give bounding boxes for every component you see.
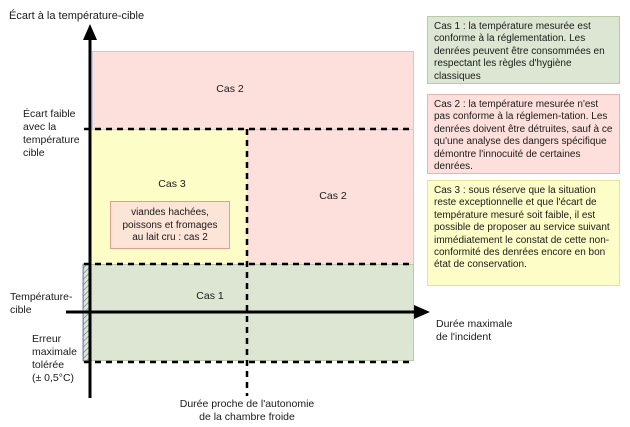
inset-line-1: viandes hachées, — [131, 207, 209, 218]
x-axis-label-2: de l'incident — [436, 331, 492, 343]
marker-ecart-faible-2: avec la — [23, 121, 57, 133]
marker-ecart-faible-3: température — [23, 134, 80, 146]
x-axis-label: Durée maximale de l'incident — [436, 318, 512, 344]
marker-ecart-faible: Écart faible avec la température cible — [23, 108, 80, 160]
marker-duree-autonomie: Durée proche de l'autonomie de la chambr… — [167, 398, 327, 424]
y-axis-arrow — [83, 24, 97, 40]
marker-temp-cible-2: cible — [10, 304, 32, 316]
marker-duree-1: Durée proche de l'autonomie — [179, 398, 315, 410]
zone-mid-left-label: Cas 3 — [158, 178, 186, 190]
legend-cas3: Cas 3 : sous réserve que la situation re… — [427, 180, 620, 286]
zone-top-cas2 — [92, 51, 414, 130]
zone-top-label: Cas 2 — [216, 83, 244, 95]
marker-ecart-faible-1: Écart faible — [23, 108, 76, 120]
zone-mid-right-cas2 — [247, 130, 414, 264]
x-axis-label-1: Durée maximale — [436, 318, 513, 330]
x-axis-arrow — [414, 305, 430, 319]
marker-erreur-3: tolérée — [32, 359, 65, 371]
marker-temperature-cible: Température- cible — [10, 291, 72, 317]
marker-duree-2: de la chambre froide — [199, 411, 295, 423]
y-axis-label: Écart à la température-cible — [9, 10, 145, 22]
legend-cas1: Cas 1 : la température mesurée est confo… — [427, 16, 620, 84]
legend-cas2: Cas 2 : la température mesurée n'est pas… — [427, 94, 620, 174]
marker-erreur-maximale: Erreur maximale tolérée (± 0,5°C) — [32, 333, 77, 385]
zone-mid-right-label: Cas 2 — [319, 190, 347, 202]
marker-erreur-1: Erreur — [32, 333, 62, 345]
inset-line-2: poissons et fromages — [122, 219, 218, 231]
zone-bottom-label: Cas 1 — [196, 290, 224, 302]
marker-temp-cible-1: Température- — [10, 291, 73, 303]
inset-line-3: au lait cru : cas 2 — [132, 232, 208, 243]
marker-ecart-faible-4: cible — [23, 147, 45, 159]
inset-note-box: viandes hachées, poissons et fromages au… — [110, 201, 230, 249]
marker-erreur-4: (± 0,5°C) — [32, 372, 75, 384]
marker-erreur-2: maximale — [32, 346, 77, 358]
